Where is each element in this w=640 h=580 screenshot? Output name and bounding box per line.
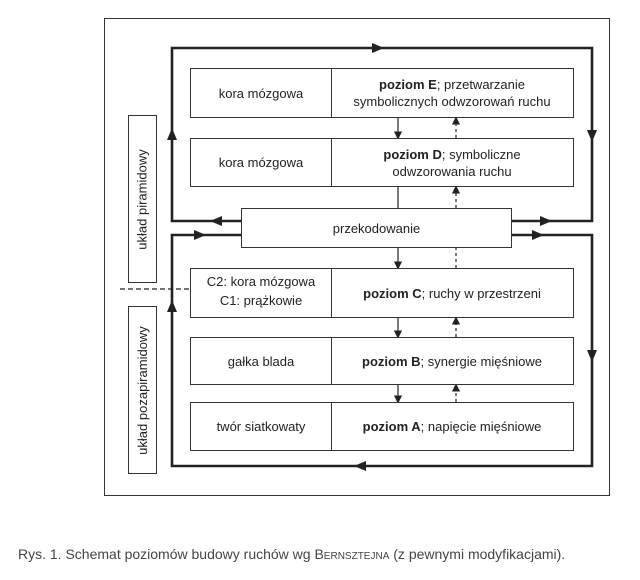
upper-loop-arrow-up <box>167 128 177 140</box>
level-c-title: poziom C <box>363 285 422 301</box>
level-b-description: poziom B; synergie mięśniowe <box>331 338 573 384</box>
lower-loop-line <box>170 233 594 468</box>
caption-author: Bernsztejna <box>314 546 390 562</box>
recoding-text: przekodowanie <box>332 220 421 236</box>
upper-loop-arrow-down <box>587 130 597 142</box>
level-c-structure-c1: C1: prążkowie <box>219 293 303 308</box>
level-e-structure-text: kora mózgowa <box>218 85 304 101</box>
level-d-text: ; symboliczne odwzorowania ruchu <box>392 146 521 179</box>
extrapyramidal-system-label: układ pozapiramidowy <box>128 306 157 474</box>
upper-loop-arrow-out <box>540 216 552 226</box>
level-e-title: poziom E <box>379 77 437 92</box>
recoding-box: przekodowanie <box>241 208 512 248</box>
level-e-structure: kora mózgowa <box>191 69 332 117</box>
upper-loop-arrow-right <box>372 43 384 53</box>
level-c-description: poziom C; ruchy w przestrzeni <box>331 269 573 317</box>
pyramidal-system-label: układ piramidowy <box>128 115 157 283</box>
lower-loop-arrow-into-recoding <box>194 230 206 240</box>
level-e-box: kora mózgowa poziom E; przetwarzanie sym… <box>190 68 574 118</box>
lower-loop-arrow-up <box>167 300 177 312</box>
level-c-structure: C2: kora mózgowa C1: prążkowie <box>191 269 332 317</box>
level-b-structure: gałka blada <box>191 338 332 384</box>
lower-loop-arrow-down <box>587 350 597 362</box>
level-d-title: poziom D <box>383 146 442 162</box>
level-a-structure: twór siatkowaty <box>191 403 332 450</box>
level-d-structure-text: kora mózgowa <box>218 155 304 170</box>
lower-loop-arrow-left <box>354 461 366 471</box>
level-b-title: poziom B <box>362 353 421 369</box>
figure-caption: Rys. 1. Schemat poziomów budowy ruchów w… <box>18 546 565 562</box>
caption-prefix: Rys. 1. Schemat poziomów budowy ruchów w… <box>18 546 315 562</box>
level-d-box: kora mózgowa poziom D; symboliczne odwzo… <box>190 138 574 187</box>
level-a-text: ; napięcie mięśniowe <box>420 419 542 434</box>
diagram-frame <box>104 18 610 496</box>
level-b-text: ; synergie mięśniowe <box>420 353 542 369</box>
level-e-text: ; przetwarzanie symbolicznych odwzorowań… <box>353 77 551 109</box>
level-a-title: poziom A <box>362 419 421 434</box>
level-b-structure-text: gałka blada <box>227 353 295 369</box>
level-e-description: poziom E; przetwarzanie symbolicznych od… <box>331 69 573 117</box>
extrapyramidal-system-text: układ pozapiramidowy <box>135 325 150 455</box>
level-c-structure-c2: C2: kora mózgowa <box>206 274 316 289</box>
level-a-description: poziom A; napięcie mięśniowe <box>331 403 573 450</box>
level-c-box: C2: kora mózgowa C1: prążkowie poziom C;… <box>190 268 574 318</box>
level-d-structure: kora mózgowa <box>191 139 332 186</box>
level-c-text: ; ruchy w przestrzeni <box>421 285 541 301</box>
upper-loop-arrow-into-recoding <box>210 216 222 226</box>
level-a-box: twór siatkowaty poziom A; napięcie mięśn… <box>190 402 574 451</box>
level-d-description: poziom D; symboliczne odwzorowania ruchu <box>331 139 573 186</box>
lower-loop-arrow-out-right <box>532 230 544 240</box>
caption-suffix: (z pewnymi modyfikacjami). <box>389 546 566 562</box>
level-b-box: gałka blada poziom B; synergie mięśniowe <box>190 337 574 385</box>
level-a-structure-text: twór siatkowaty <box>216 419 306 434</box>
pyramidal-system-text: układ piramidowy <box>135 148 150 250</box>
